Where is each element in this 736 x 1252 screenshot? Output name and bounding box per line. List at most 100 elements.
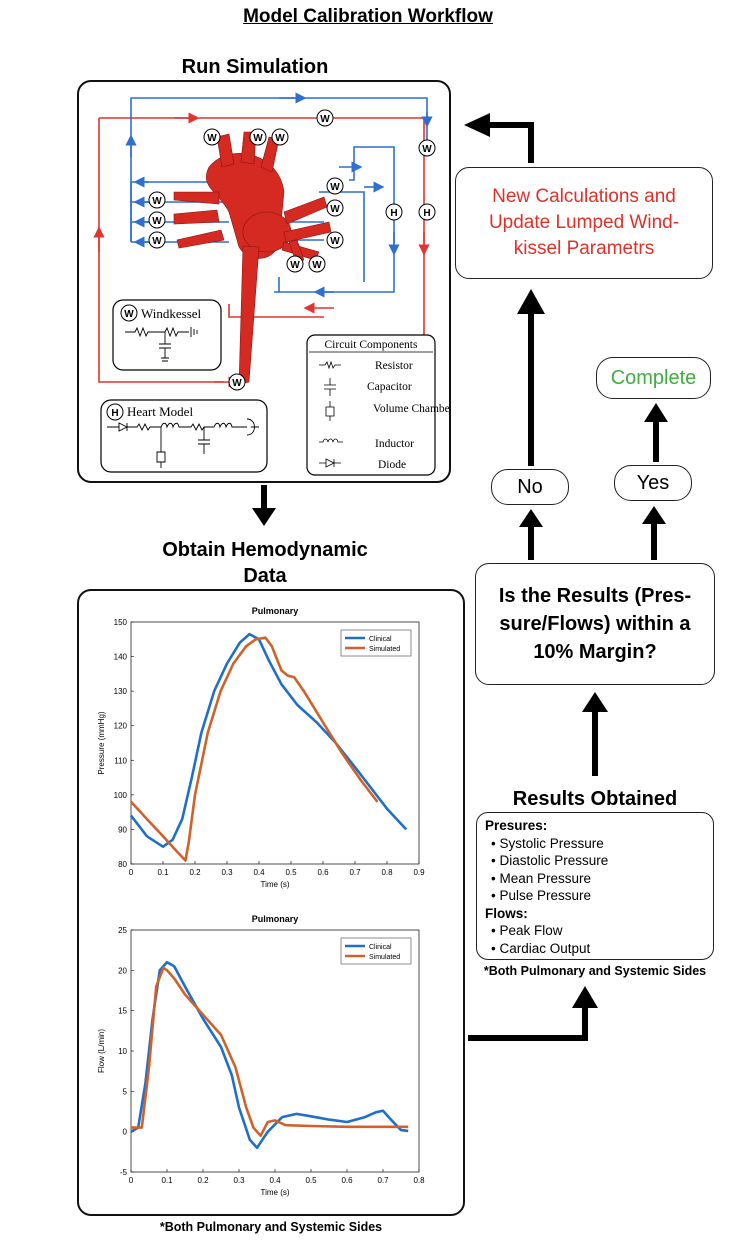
chart-legend	[340, 629, 412, 657]
decision-line1: Is the Results (Pres-	[498, 585, 692, 607]
w-marker: W	[271, 128, 289, 146]
results-note: *Both Pulmonary and Systemic Sides	[483, 964, 707, 978]
hemodynamic-note: *Both Pulmonary and Systemic Sides	[159, 1220, 383, 1234]
no-box: No	[491, 469, 569, 505]
x-tick-label: 0.4	[269, 1176, 281, 1185]
y-axis-label: Flow (L/min)	[97, 1029, 106, 1073]
svg-text:W: W	[312, 260, 322, 271]
x-tick-label: 0.5	[285, 868, 297, 877]
results-list: Presures: Systolic Pressure Diastolic Pr…	[476, 812, 714, 960]
x-tick-label: 0.2	[197, 1176, 209, 1185]
x-axis-label: Time (s)	[260, 880, 289, 889]
inductor-symbol	[319, 438, 343, 443]
y-tick-label: 90	[118, 825, 127, 834]
heart-model-label: Heart Model	[127, 404, 193, 419]
x-tick-label: 0.8	[381, 868, 393, 877]
series-line-simulated	[130, 636, 379, 862]
complete-label: Complete	[610, 366, 697, 389]
update-line3: kissel Parametrs	[513, 238, 655, 259]
svg-text:W: W	[330, 236, 340, 247]
arrow-no-to-update	[517, 289, 545, 466]
svg-text:W: W	[330, 182, 340, 193]
page-title: Model Calibration Workflow	[243, 6, 493, 27]
capacitor-symbol	[324, 378, 336, 396]
y-tick-label: 25	[118, 926, 127, 935]
list-item: Cardiac Output	[485, 940, 705, 958]
arrow-data-to-results	[468, 986, 598, 1041]
arrow-update-to-simulation	[464, 113, 534, 163]
w-marker: W	[148, 231, 166, 249]
x-tick-label: 0.6	[317, 868, 329, 877]
w-marker: W	[326, 231, 344, 249]
chart-title: Pulmonary	[252, 914, 299, 924]
y-tick-label: -5	[120, 1168, 128, 1177]
plot-frame	[130, 621, 420, 865]
w-marker: W	[316, 109, 334, 127]
arrow-sim-to-data	[252, 485, 276, 526]
x-tick-label: 0.4	[253, 868, 265, 877]
legend-label: Simulated	[369, 954, 400, 961]
svg-text:W: W	[422, 144, 432, 155]
windkessel-inset: W Windkessel	[112, 299, 222, 371]
svg-text:H: H	[423, 208, 430, 219]
yes-label: Yes	[636, 471, 670, 494]
arrow-decision-to-no	[519, 509, 543, 560]
w-marker: W	[326, 199, 344, 217]
x-tick-label: 0	[129, 1176, 134, 1185]
y-tick-label: 0	[123, 1128, 128, 1137]
windkessel-markers: W W W W W W W W W W W W W W H H	[148, 109, 436, 391]
resistor-symbol	[319, 360, 341, 370]
x-tick-label: 0.9	[413, 868, 425, 877]
circuit-components-legend: Circuit Components Resistor Capacitor Vo…	[306, 334, 449, 476]
update-parameters-box: New Calculations and Update Lumped Wind-…	[455, 167, 713, 279]
svg-text:W: W	[290, 260, 300, 271]
x-tick-label: 0.7	[377, 1176, 389, 1185]
w-marker: W	[326, 177, 344, 195]
h-marker: H	[385, 203, 403, 221]
run-simulation-heading: Run Simulation	[181, 56, 329, 78]
legend-title: Circuit Components	[325, 339, 418, 351]
legend-label: Simulated	[369, 646, 400, 653]
series-line-simulated	[131, 966, 409, 1137]
w-marker: W	[148, 191, 166, 209]
legend-label: Clinical	[369, 636, 392, 643]
heart-model-inset: H Heart Model	[100, 399, 268, 473]
pressures-category: Presures:	[485, 818, 548, 833]
hemodynamic-heading-line2: Data	[243, 565, 287, 587]
flows-category: Flows:	[485, 905, 528, 921]
diode-symbol	[319, 458, 341, 468]
w-marker: W	[148, 211, 166, 229]
y-tick-label: 100	[114, 791, 128, 800]
chart-title: Pulmonary	[252, 606, 299, 616]
chart-legend	[340, 937, 412, 965]
decision-box: Is the Results (Pres- sure/Flows) within…	[475, 563, 715, 685]
y-tick-label: 130	[114, 687, 128, 696]
no-label: No	[517, 475, 543, 498]
yes-box: Yes	[614, 465, 692, 501]
y-tick-label: 150	[114, 618, 128, 627]
x-tick-label: 0.2	[189, 868, 201, 877]
y-axis-label: Pressure (mmHg)	[97, 711, 106, 774]
list-item: Peak Flow	[485, 922, 705, 940]
heart-model-h-marker: H	[111, 408, 118, 419]
list-item: Mean Pressure	[485, 870, 705, 888]
legend-diode-label: Diode	[378, 459, 406, 471]
svg-text:W: W	[275, 133, 285, 144]
h-marker: H	[418, 203, 436, 221]
x-axis-label: Time (s)	[260, 1188, 289, 1197]
y-tick-label: 80	[118, 860, 127, 869]
y-tick-label: 10	[118, 1047, 127, 1056]
y-tick-label: 120	[114, 722, 128, 731]
series-line-clinical	[129, 632, 408, 848]
legend-volume-label: Volume Chamber	[373, 403, 449, 415]
x-tick-label: 0.3	[233, 1176, 245, 1185]
legend-capacitor-label: Capacitor	[367, 381, 412, 393]
x-tick-label: 0.8	[413, 1176, 425, 1185]
volume-chamber-symbol	[325, 401, 335, 421]
svg-text:H: H	[390, 208, 397, 219]
list-item: Diastolic Pressure	[485, 852, 705, 870]
series-line-clinical	[130, 960, 409, 1150]
svg-text:W: W	[320, 114, 330, 125]
results-heading: Results Obtained	[512, 788, 678, 810]
